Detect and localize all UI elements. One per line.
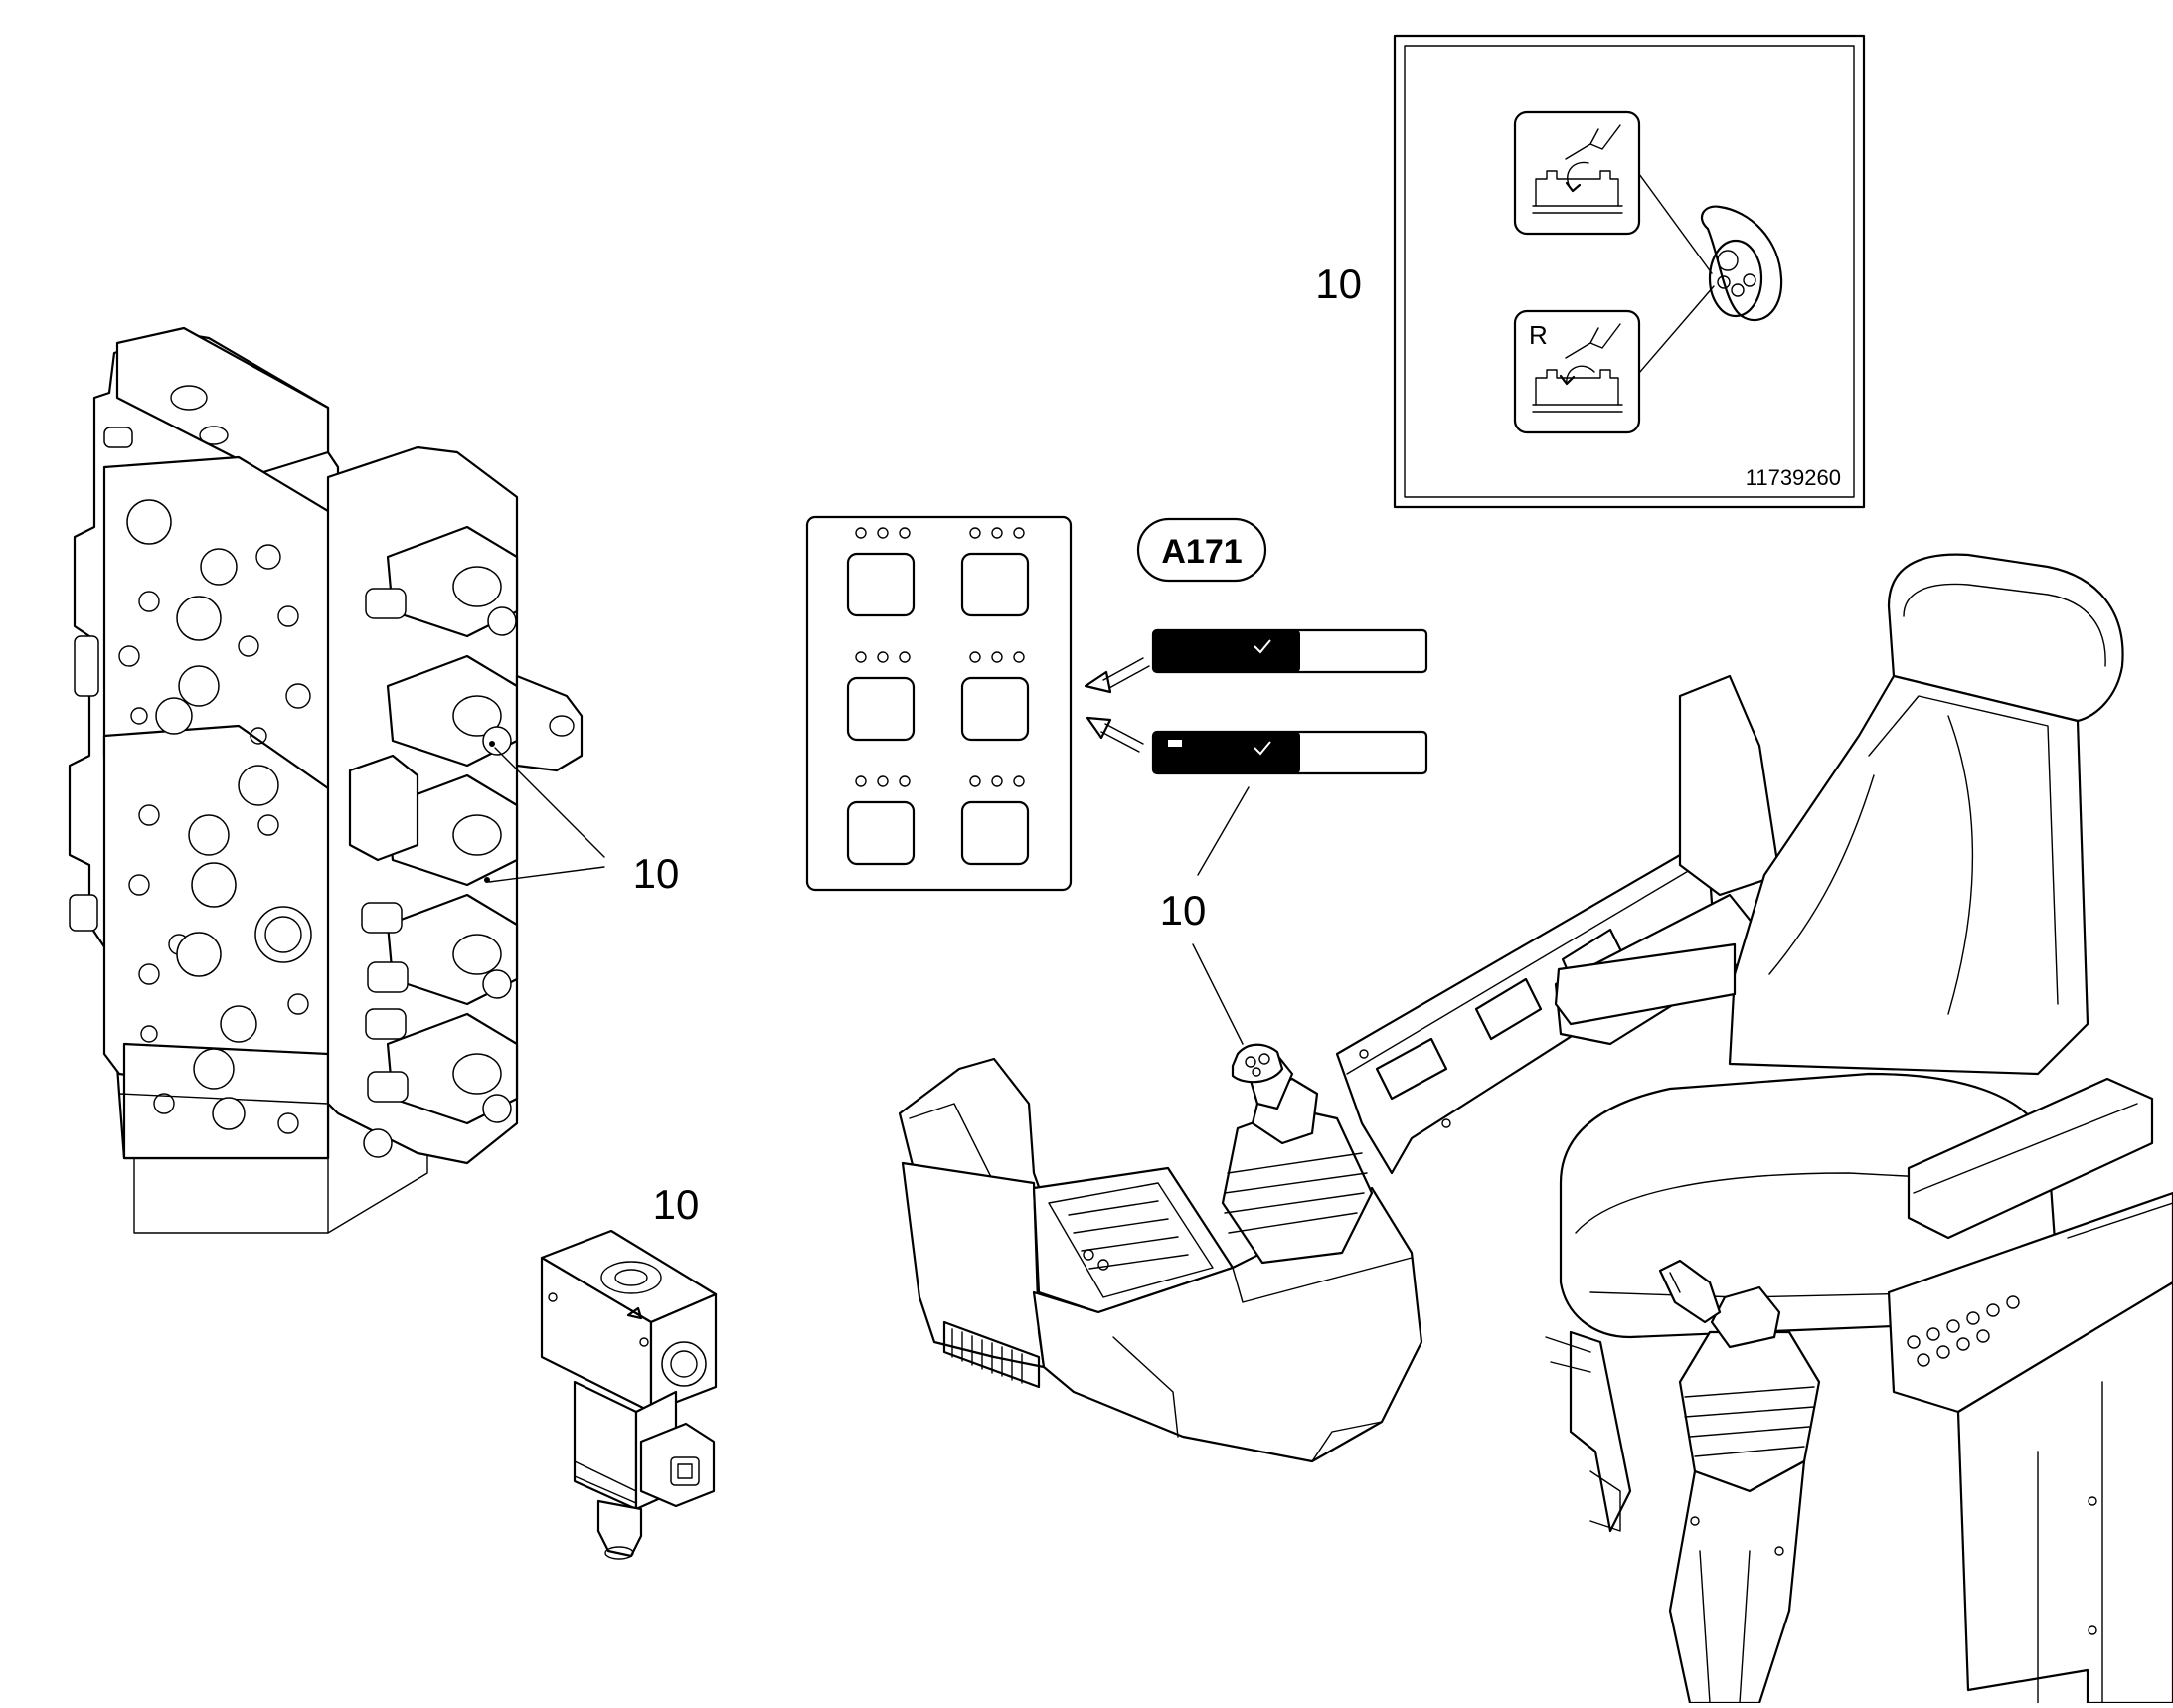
callout-solenoid-valve: 10	[653, 1181, 700, 1228]
inset-part-number: 11739260	[1746, 465, 1841, 490]
arrow-icon-upper	[1084, 657, 1150, 694]
left-joystick	[1221, 1043, 1374, 1265]
callout-switch: 10	[1160, 887, 1207, 934]
callout-control-valve: 10	[633, 850, 680, 897]
switch-panel	[805, 515, 1073, 892]
switch-grid	[846, 527, 1030, 866]
console-switch-cluster	[1068, 1200, 1189, 1271]
connector-label-a171: A171	[1136, 517, 1267, 583]
callout-decal-inset: 10	[1315, 260, 1362, 307]
rotate-decal-icon	[1513, 110, 1641, 236]
inset-outer-frame	[1393, 34, 1866, 509]
seat	[1554, 553, 2154, 1339]
joystick-head-icon	[1701, 205, 1783, 322]
leader-lines-valve	[488, 747, 605, 883]
hose-fittings	[69, 427, 409, 1103]
spool-cap-heads	[452, 566, 517, 1123]
console-vent	[942, 1320, 1041, 1389]
right-console-buttons	[1907, 1295, 2020, 1367]
rotate-reverse-decal-icon: R	[1513, 309, 1641, 434]
inset-leader-lines	[1638, 173, 1715, 374]
connector-label-text: A171	[1161, 533, 1242, 571]
leader-line-switch	[1197, 786, 1250, 876]
operator-station	[898, 553, 2173, 1705]
right-joystick	[1658, 1259, 1821, 1705]
leader-line-joystick	[1192, 943, 1244, 1045]
solenoid-valve	[540, 1229, 718, 1560]
inset-inner-frame	[1404, 45, 1855, 498]
valve-ports	[118, 499, 393, 1158]
switch-insert-upper	[1151, 628, 1428, 674]
decal-inset: R 10 11739260	[1315, 34, 1866, 509]
inset-letter-r: R	[1529, 320, 1548, 350]
switch-insert-lower	[1151, 730, 1428, 775]
main-control-valve	[68, 326, 584, 1234]
arrow-icon-lower	[1086, 716, 1144, 753]
